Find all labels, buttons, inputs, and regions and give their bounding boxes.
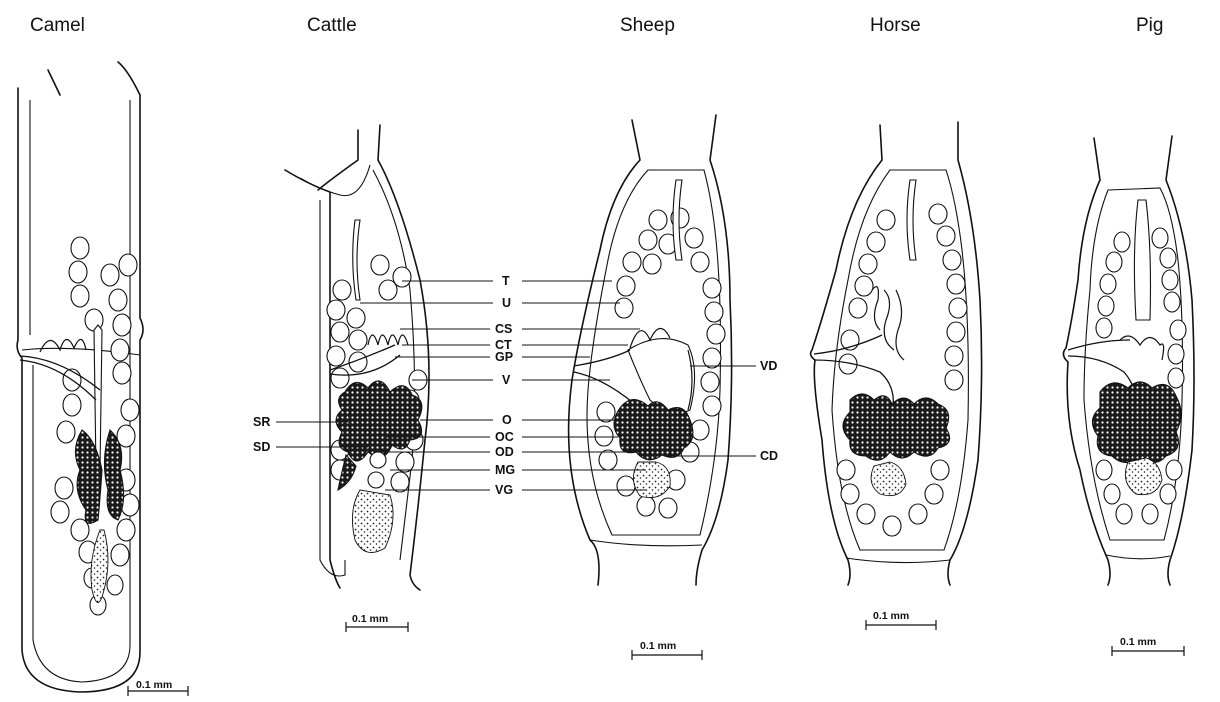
cattle-vitelline-gland [352,490,393,553]
pig-vitelline-gland [1125,458,1162,495]
horse-scale-bar: 0.1 mm [866,610,936,630]
label-GP: GP [395,350,590,364]
svg-text:GP: GP [495,350,513,364]
panel-title-sheep: Sheep [620,15,675,36]
horse-proglottid: 0.1 mm [811,122,982,630]
sheep-scale-bar: 0.1 mm [632,640,702,660]
camel-proglottid: 0.1 mm [17,62,188,696]
svg-text:MG: MG [495,463,515,477]
svg-text:CS: CS [495,322,512,336]
pig-scale-bar: 0.1 mm [1112,636,1184,656]
svg-text:0.1 mm: 0.1 mm [873,610,909,622]
panel-title-horse: Horse [870,15,921,36]
label-CS: CS [400,322,640,336]
svg-text:V: V [502,373,511,387]
sheep-ovary [614,399,693,459]
svg-text:OC: OC [495,430,514,444]
label-VG: VG [385,483,646,497]
svg-text:T: T [502,274,510,288]
pig-ovary [1092,382,1181,463]
svg-text:CD: CD [760,449,778,463]
svg-text:SD: SD [253,440,270,454]
panel-title-cattle: Cattle [307,15,357,36]
svg-text:0.1 mm: 0.1 mm [136,679,172,691]
label-SR: SR [253,415,348,429]
label-T: T [402,274,612,288]
sheep-vitelline-gland [633,462,670,498]
svg-text:0.1 mm: 0.1 mm [352,613,388,625]
cattle-proglottid: 0.1 mm [285,125,429,632]
horse-ovary [843,394,950,460]
camel-vitelline-gland [91,530,108,603]
sheep-proglottid: 0.1 mm [569,115,732,660]
label-U: U [360,296,620,310]
svg-text:U: U [502,296,511,310]
label-V: V [412,373,610,387]
panel-title-camel: Camel [30,15,85,36]
svg-text:SR: SR [253,415,270,429]
svg-text:O: O [502,413,512,427]
camel-scale-bar: 0.1 mm [128,679,188,696]
cattle-scale-bar: 0.1 mm [346,613,408,632]
panel-title-pig: Pig [1136,15,1163,36]
svg-text:0.1 mm: 0.1 mm [640,640,676,652]
pig-proglottid: 0.1 mm [1063,136,1194,656]
svg-text:VG: VG [495,483,513,497]
horse-vitelline-gland [871,462,906,496]
svg-text:OD: OD [495,445,514,459]
svg-text:VD: VD [760,359,777,373]
svg-text:0.1 mm: 0.1 mm [1120,636,1156,648]
